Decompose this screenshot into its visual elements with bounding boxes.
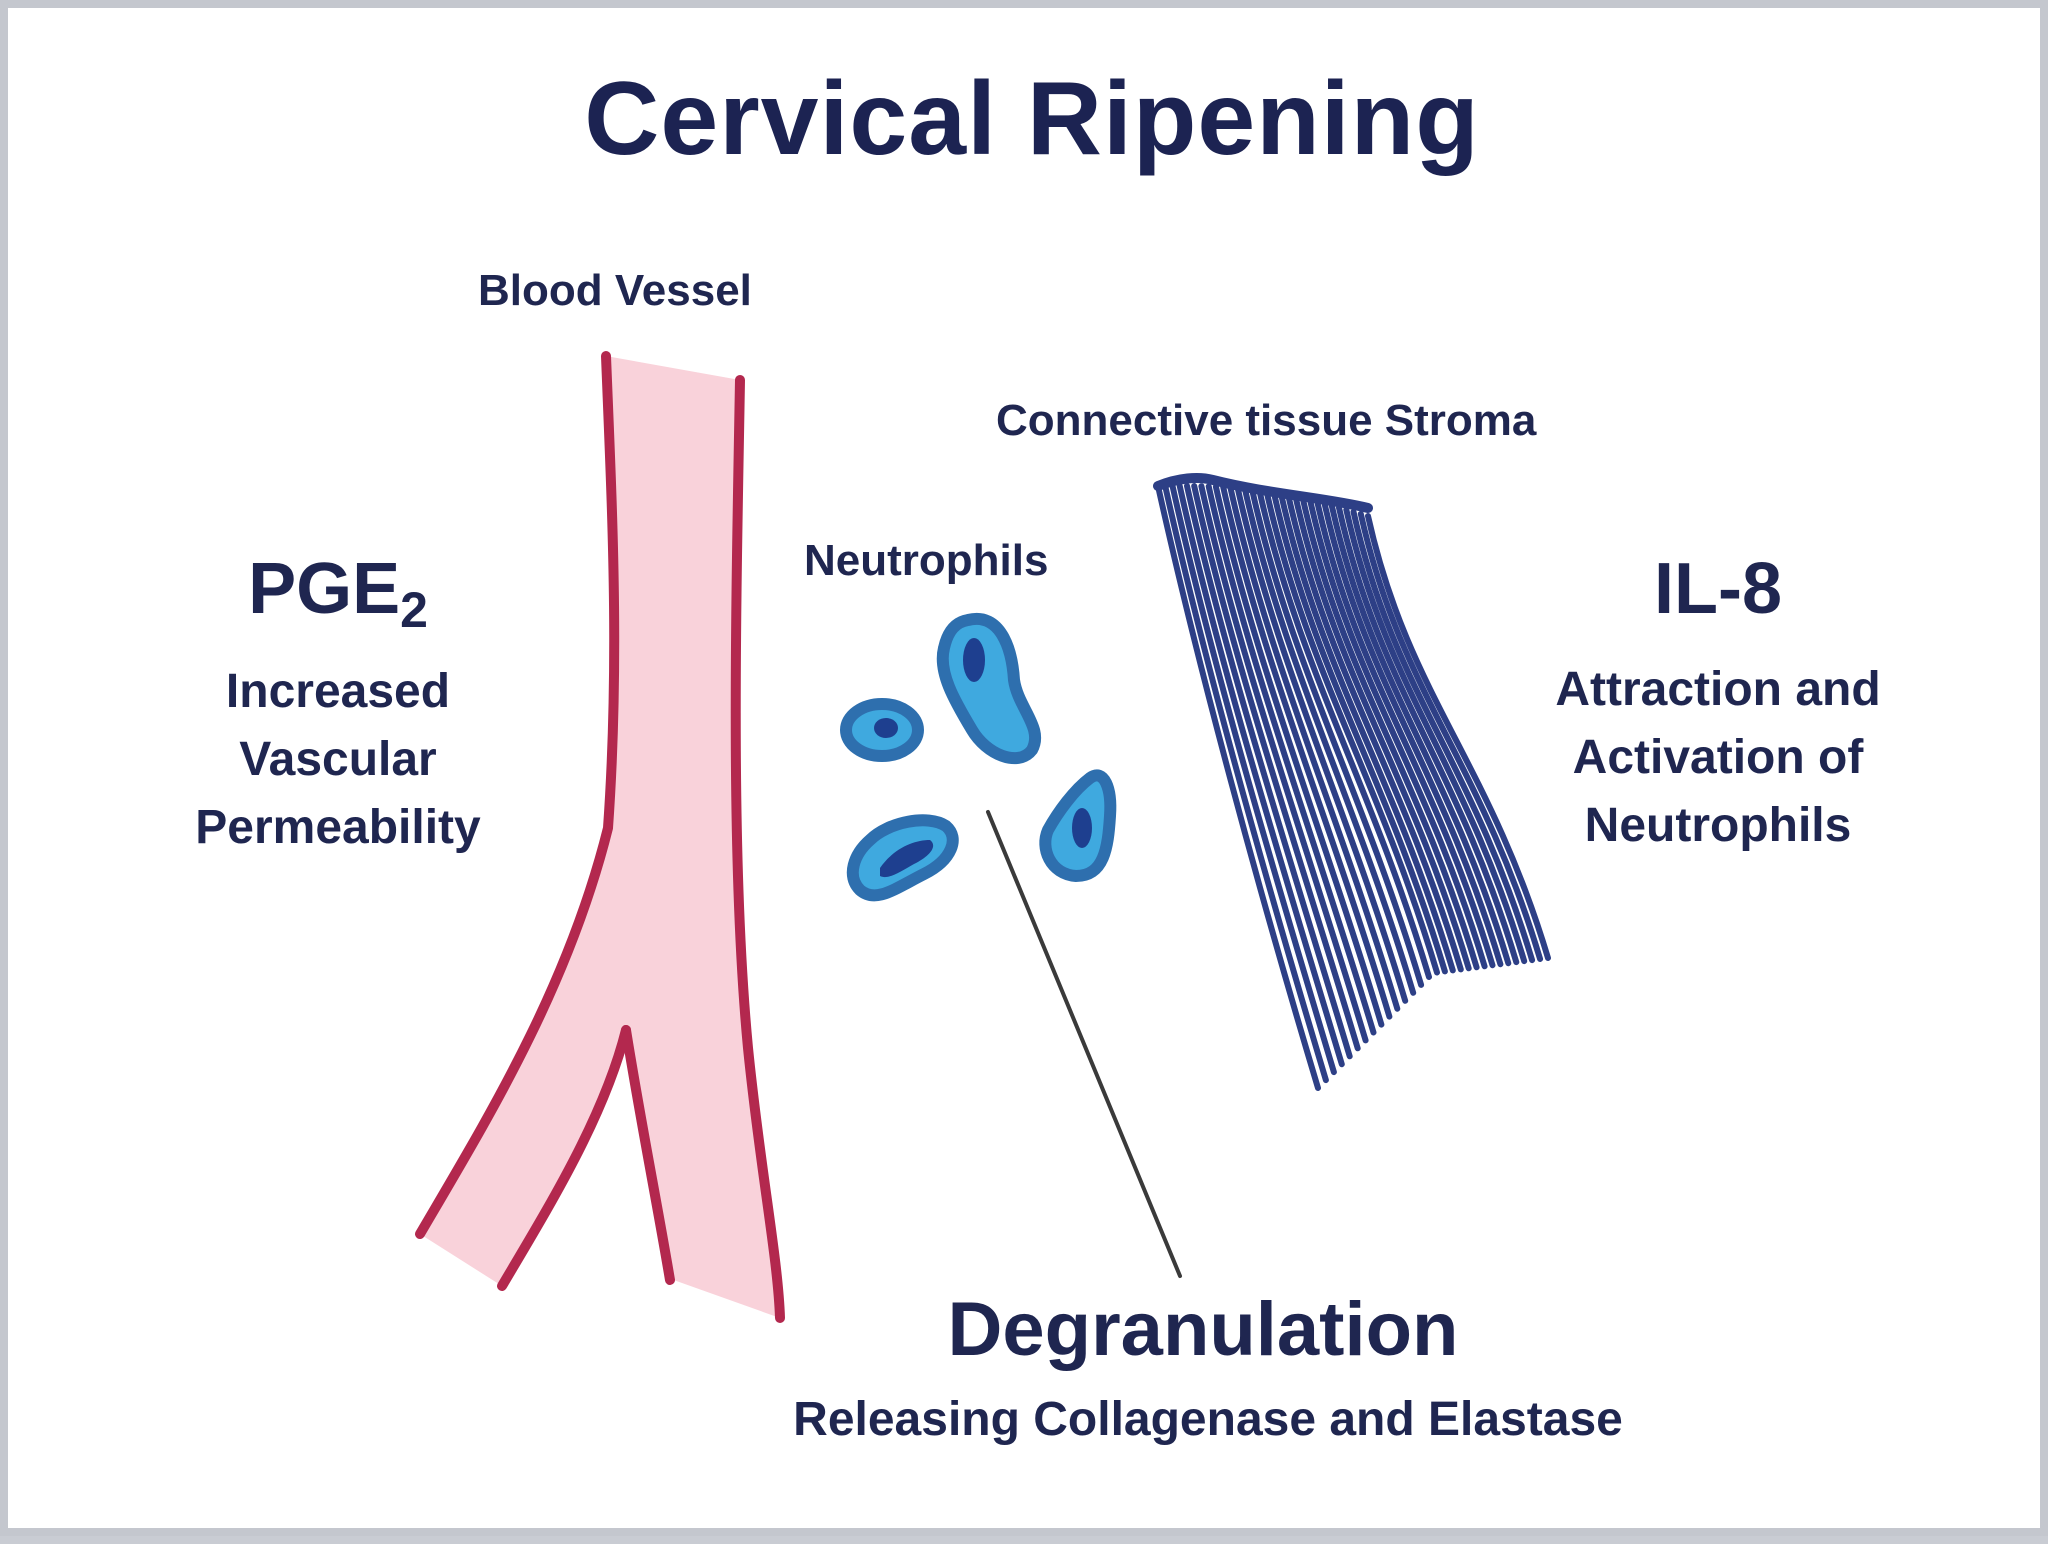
blood-vessel-right-wall (730, 375, 785, 1323)
pge2-subscript: 2 (400, 582, 428, 638)
blood-vessel-branch-left-wall (497, 1025, 631, 1291)
stroma-fiber (1350, 508, 1536, 964)
stroma-fiber (1155, 483, 1321, 1091)
stroma-fiber (1270, 489, 1448, 975)
stroma-fiber (1343, 506, 1528, 965)
degranulation-heading: Degranulation (947, 1287, 1459, 1372)
stroma-fibers (1153, 473, 1551, 1091)
stroma-fiber (1220, 484, 1393, 1020)
stroma-fiber (1249, 486, 1425, 988)
stroma-fiber (1365, 513, 1551, 961)
stroma-fiber (1299, 495, 1480, 971)
blood-vessel-branch-right-wall (621, 1025, 675, 1285)
neutrophil (936, 612, 1042, 765)
stroma-fiber (1278, 491, 1456, 974)
pge2-name: PGE (248, 549, 401, 629)
stroma-fiber (1191, 483, 1361, 1052)
stroma-fiber (1212, 483, 1385, 1028)
stroma-fiber (1321, 500, 1504, 968)
stroma-fiber (1169, 482, 1337, 1076)
stroma-fiber (1256, 487, 1432, 980)
stroma-fiber (1241, 485, 1417, 996)
pge2-description: Increased Vascular Permeability (195, 665, 481, 854)
page-title: Cervical Ripening (584, 61, 1480, 177)
stroma-fiber (1227, 484, 1401, 1012)
stroma-fiber (1176, 482, 1345, 1068)
blood-vessel-left-wall (415, 351, 620, 1239)
stroma-fiber (1234, 485, 1409, 1004)
stroma-fiber (1292, 493, 1472, 972)
stroma-fiber (1307, 497, 1488, 970)
degranulation-description: Releasing Collagenase and Elastase (793, 1393, 1623, 1446)
blood-vessel (415, 351, 785, 1323)
neutrophil-membrane (936, 612, 1042, 765)
stroma-fiber (1285, 492, 1464, 973)
il8-description: Attraction and Activation of Neutrophils (1555, 663, 1881, 852)
stroma-fiber (1162, 483, 1329, 1084)
diagram-canvas (415, 351, 1551, 1323)
pge2-heading: PGE2 (158, 548, 518, 639)
neutrophil-nucleus (874, 718, 898, 738)
il8-heading: IL-8 (1653, 549, 1782, 629)
stroma-fiber (1336, 504, 1520, 966)
stroma-label: Connective tissue Stroma (996, 396, 1537, 445)
neutrophil-nucleus (963, 638, 985, 682)
neutrophils-label: Neutrophils (804, 536, 1049, 585)
neutrophil-nucleus (880, 840, 934, 878)
stroma-fiber (1198, 483, 1369, 1044)
neutrophil (840, 698, 924, 762)
stroma-fiber (1357, 510, 1544, 962)
stroma-fiber (1328, 502, 1512, 967)
neutrophil (846, 814, 959, 902)
stroma-fiber-cap (1153, 473, 1373, 513)
stroma-fiber (1184, 482, 1353, 1060)
neutrophil (1039, 769, 1117, 883)
neutrophil-nucleus (1072, 808, 1092, 848)
stroma-fiber (1263, 488, 1440, 976)
degranulation-pointer-line (986, 810, 1182, 1278)
blood-vessel-label: Blood Vessel (478, 266, 752, 315)
stroma-fiber (1205, 483, 1377, 1036)
stroma-fiber (1314, 498, 1496, 969)
